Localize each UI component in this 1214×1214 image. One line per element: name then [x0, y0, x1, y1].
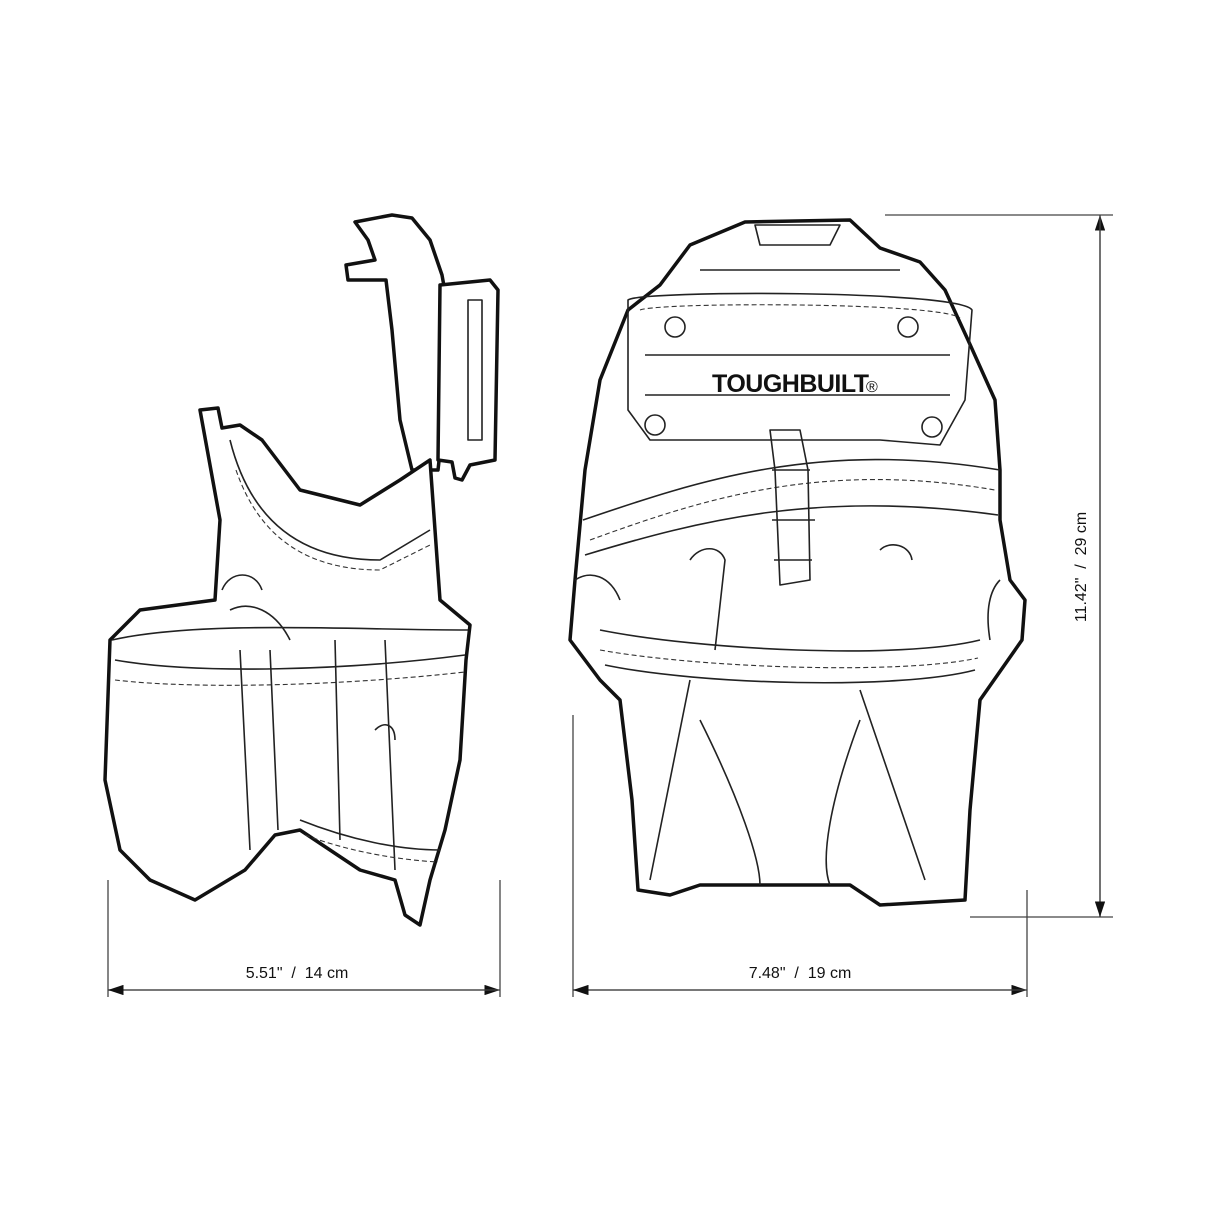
brand-logo: TOUGHBUILT — [712, 370, 869, 398]
front-view-pouch: TOUGHBUILT ® — [568, 218, 1027, 907]
registered-mark: ® — [866, 379, 878, 396]
belt-clip — [344, 213, 452, 472]
height-label: 11.42" / 29 cm — [1073, 512, 1090, 622]
front-width-label: 7.48" / 19 cm — [749, 965, 852, 982]
front-body — [568, 218, 1027, 907]
side-width-label: 5.51" / 14 cm — [246, 965, 349, 982]
dimension-lines — [107, 214, 1113, 997]
side-body — [103, 406, 472, 927]
side-view-pouch — [103, 213, 500, 927]
